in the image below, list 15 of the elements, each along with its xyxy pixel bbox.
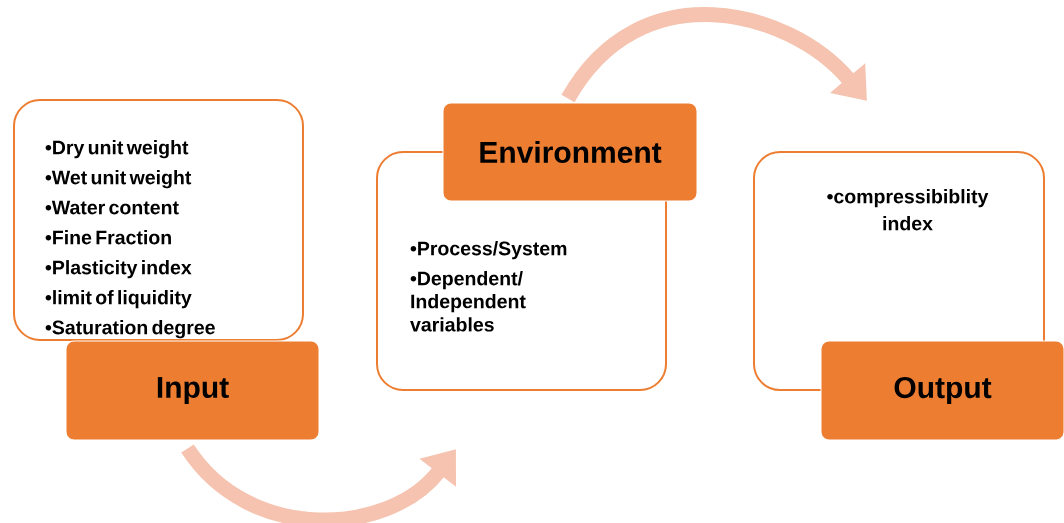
label-box: Environment [442, 102, 698, 202]
curved-arrow [561, 7, 867, 103]
label-box: Output [820, 340, 1064, 441]
list-item: •Fine Fraction [45, 230, 171, 245]
list-item: •compressibiblity index [827, 189, 989, 231]
list-item: •Process/System [410, 241, 567, 260]
list-item: •Dry unit weight [45, 140, 189, 159]
curved-arrow [181, 443, 456, 523]
list-item: •Wet unit weight [45, 170, 192, 189]
label-box: Input [65, 340, 320, 441]
list-item: •Water content [45, 200, 179, 215]
list-item: •limit of liquidity [45, 290, 192, 309]
list-item: •Saturation degree [45, 320, 215, 339]
list-item: •Plasticity index [45, 260, 192, 279]
list-item: •Dependent/ Independent variables [410, 271, 526, 332]
